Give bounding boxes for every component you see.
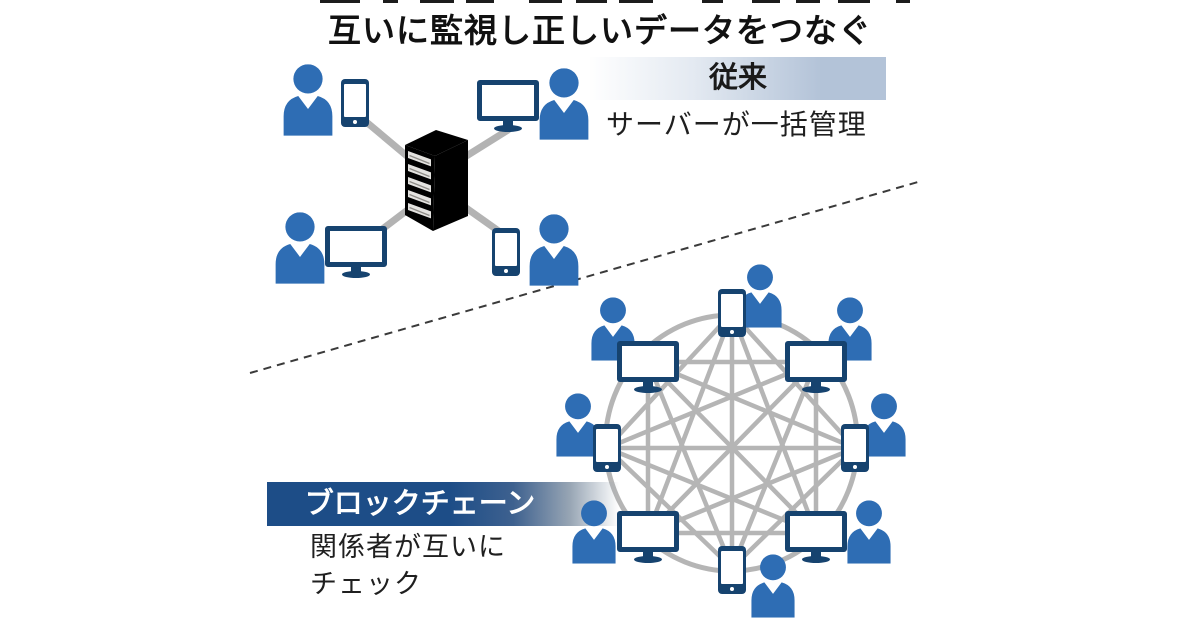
smartphone-icon — [593, 424, 621, 472]
person-glyph — [274, 204, 326, 292]
person-glyph — [282, 56, 334, 144]
monitor-screen — [617, 511, 679, 552]
monitor-screen — [785, 511, 847, 552]
person-glyph — [846, 494, 892, 570]
monitor-screen — [785, 341, 847, 382]
blockchain-caption-line2: チェック — [310, 569, 422, 599]
phone-screen — [721, 551, 743, 584]
monitor-stand — [351, 266, 361, 272]
monitor-base — [634, 556, 662, 563]
person-glyph — [538, 60, 590, 148]
phone-home-button — [730, 587, 734, 591]
cropped-text-fragments — [320, 0, 910, 3]
person-icon — [846, 494, 892, 570]
monitor-icon — [785, 511, 847, 563]
phone-screen — [721, 294, 743, 327]
monitor-stand — [643, 381, 653, 387]
monitor-stand — [503, 120, 513, 126]
blockchain-caption-line1: 関係者が互いに — [310, 532, 506, 562]
smartphone-icon — [718, 546, 746, 594]
monitor-base — [342, 271, 370, 278]
monitor-base — [802, 556, 830, 563]
person-icon — [282, 56, 334, 144]
person-icon — [571, 494, 617, 570]
person-icon — [274, 204, 326, 292]
smartphone-icon — [718, 289, 746, 337]
server-icon — [405, 130, 468, 231]
smartphone-icon — [492, 228, 520, 276]
section-divider-dashed-line — [249, 181, 919, 374]
monitor-screen — [477, 80, 539, 121]
person-icon — [528, 206, 580, 294]
phone-home-button — [504, 269, 508, 273]
blockchain-caption: 関係者が互いに チェック — [310, 529, 506, 603]
phone-screen — [344, 84, 366, 117]
monitor-stand — [811, 381, 821, 387]
traditional-section-label: 従来 — [590, 57, 886, 100]
smartphone-icon — [341, 79, 369, 127]
monitor-stand — [643, 551, 653, 557]
phone-screen — [495, 233, 517, 266]
monitor-icon — [617, 511, 679, 563]
phone-home-button — [730, 330, 734, 334]
page-title: 互いに監視し正しいデータをつなぐ — [328, 12, 872, 49]
blockchain-section-label: ブロックチェーン — [267, 482, 619, 526]
monitor-icon — [325, 226, 387, 278]
monitor-screen — [325, 226, 387, 267]
monitor-icon — [785, 341, 847, 393]
server-rack-slots — [408, 151, 431, 219]
person-glyph — [571, 494, 617, 570]
person-icon — [538, 60, 590, 148]
monitor-base — [634, 386, 662, 393]
phone-screen — [596, 429, 618, 462]
monitor-icon — [617, 341, 679, 393]
phone-home-button — [853, 465, 857, 469]
monitor-screen — [617, 341, 679, 382]
phone-home-button — [605, 465, 609, 469]
traditional-caption: サーバーが一括管理 — [606, 109, 867, 140]
monitor-base — [494, 125, 522, 132]
person-glyph — [528, 206, 580, 294]
smartphone-icon — [841, 424, 869, 472]
monitor-base — [802, 386, 830, 393]
phone-home-button — [353, 120, 357, 124]
phone-screen — [844, 429, 866, 462]
monitor-icon — [477, 80, 539, 132]
monitor-stand — [811, 551, 821, 557]
